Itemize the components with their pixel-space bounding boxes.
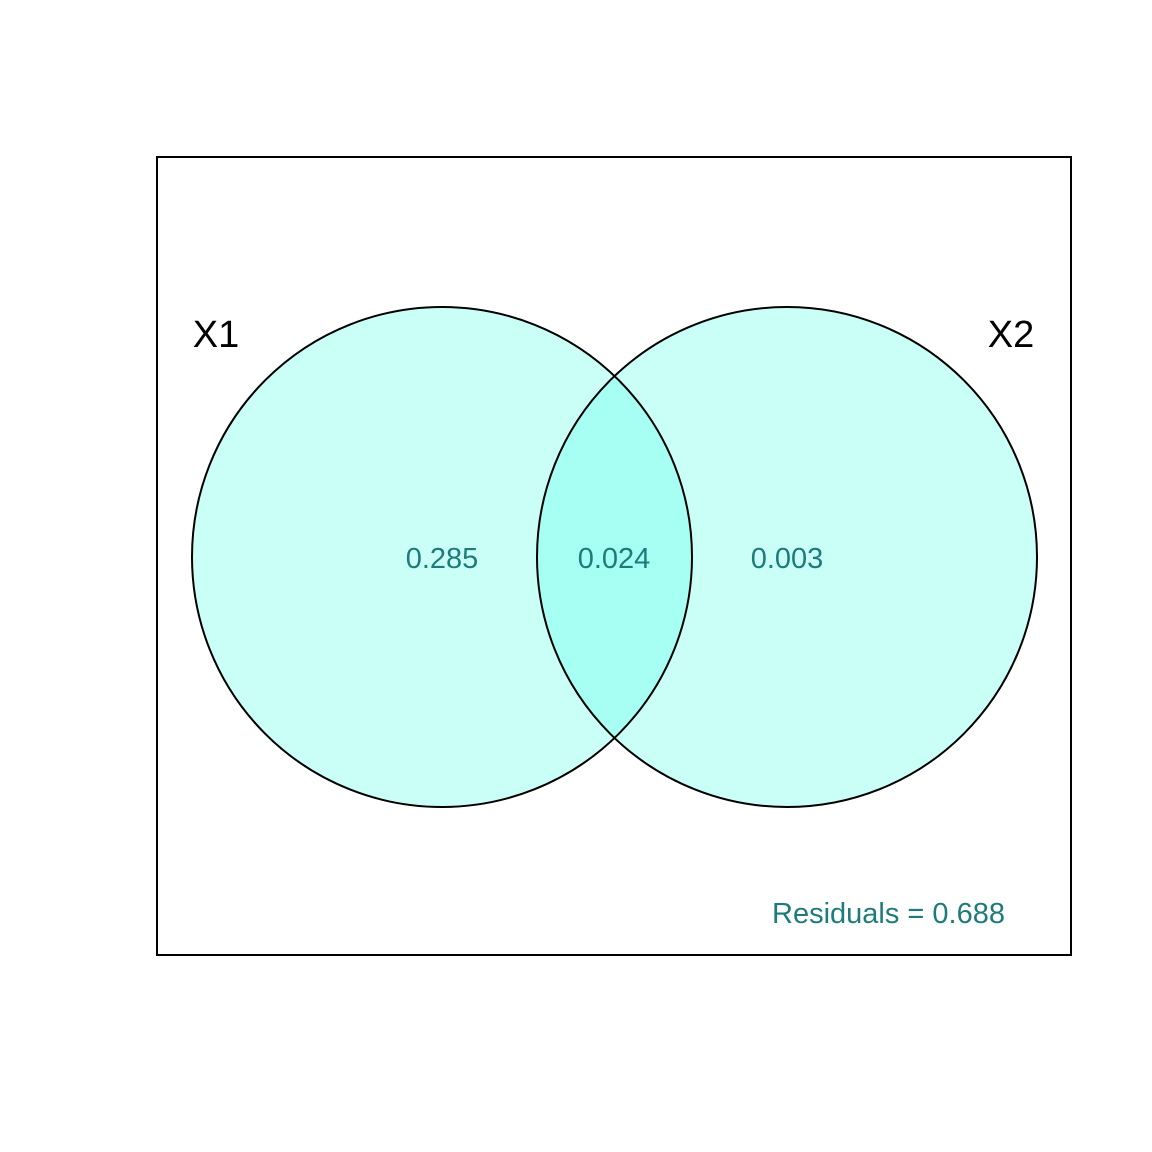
set-x2-outline (536, 306, 1038, 808)
set-label-x1: X1 (193, 314, 239, 356)
set-label-x2: X2 (988, 314, 1034, 356)
residuals-label: Residuals = 0.688 (772, 898, 1005, 930)
plot-frame (156, 156, 1072, 956)
region-value-intersection: 0.024 (578, 543, 651, 575)
set-x2-circle (537, 307, 1037, 807)
region-value-x2-only: 0.003 (751, 543, 824, 575)
region-value-x1-only: 0.285 (406, 543, 479, 575)
set-x1-outline (191, 306, 693, 808)
set-x1-circle (192, 307, 692, 807)
